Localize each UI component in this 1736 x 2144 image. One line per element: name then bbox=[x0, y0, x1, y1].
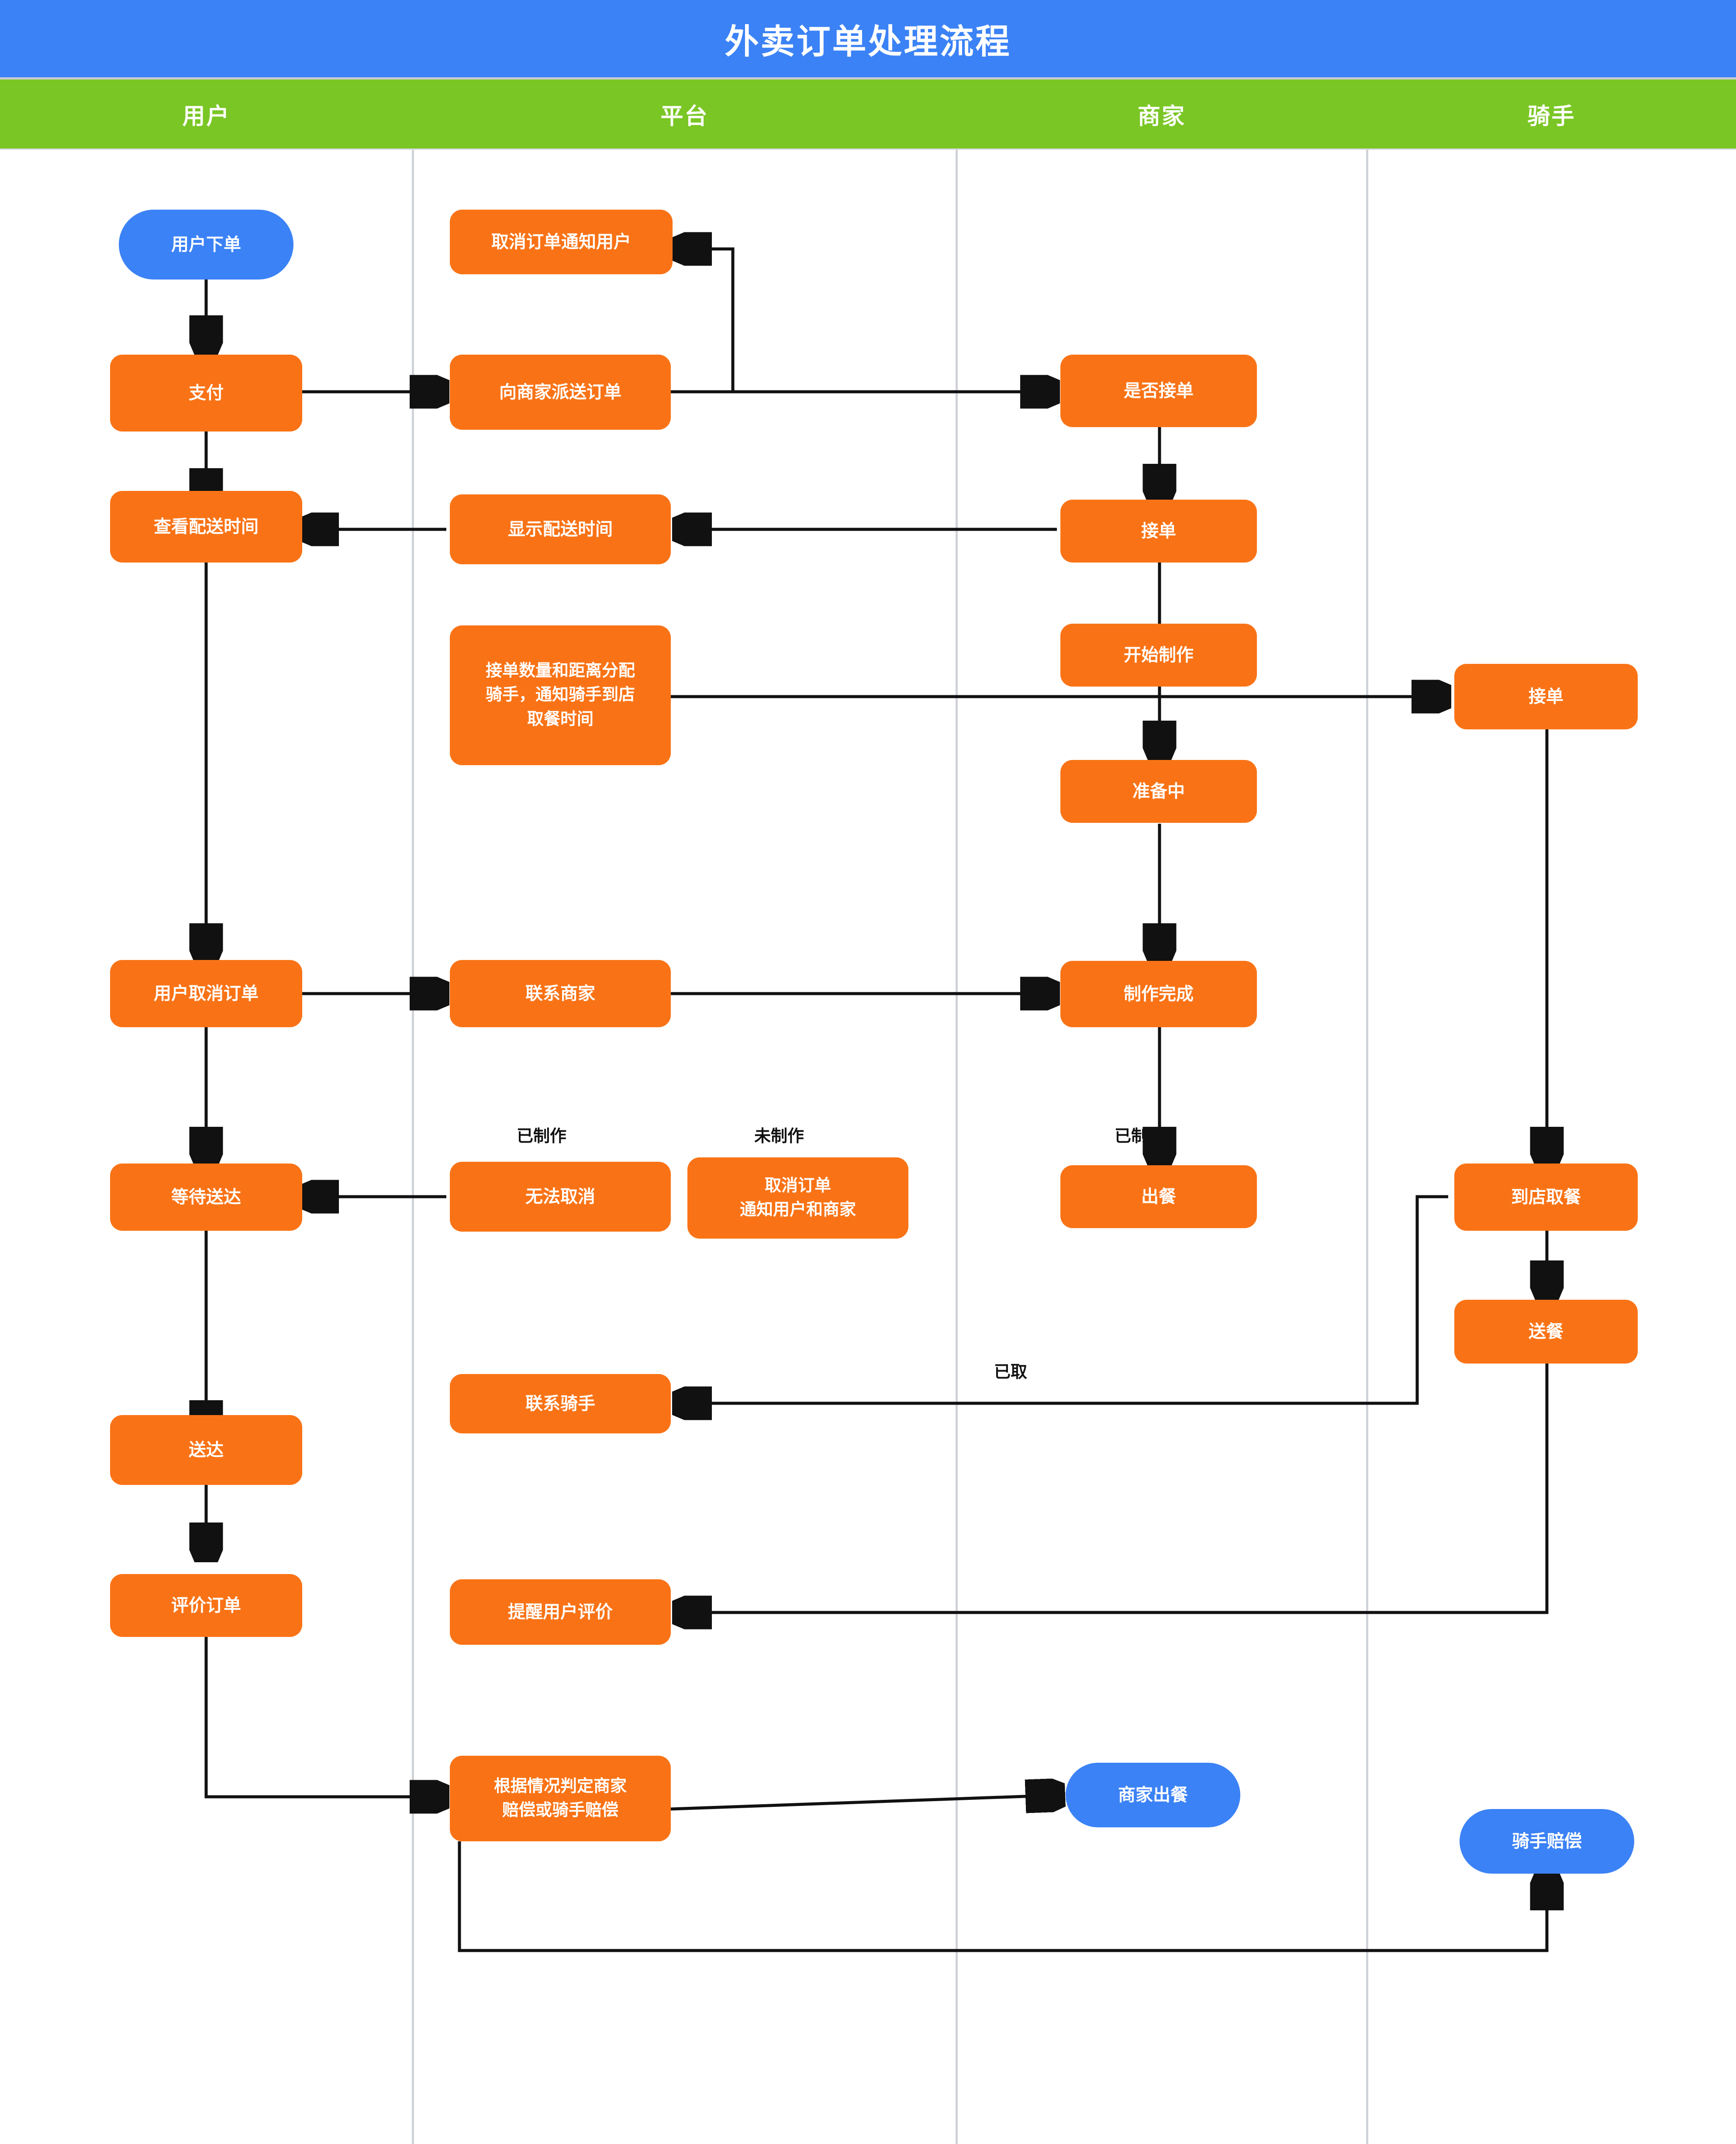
node-cannot-cancel[interactable]: 无法取消 bbox=[450, 1162, 671, 1232]
node-merchant-serve-terminator[interactable]: 商家出餐 bbox=[1066, 1763, 1240, 1827]
node-cancel-notify-user-and-merchant[interactable]: 取消订单 通知用户和商家 bbox=[687, 1157, 908, 1239]
node-decide-compensation[interactable]: 根据情况判定商家 赔偿或骑手赔偿 bbox=[450, 1756, 671, 1841]
node-remind-user-rate[interactable]: 提醒用户评价 bbox=[450, 1579, 671, 1645]
lane-header-rider: 骑手 bbox=[1527, 104, 1576, 129]
node-wait-delivery[interactable]: 等待送达 bbox=[110, 1163, 302, 1231]
node-start-cooking[interactable]: 开始制作 bbox=[1060, 624, 1257, 687]
node-delivered[interactable]: 送达 bbox=[110, 1415, 302, 1485]
node-rider-accept[interactable]: 接单 bbox=[1454, 664, 1638, 729]
node-serve-food[interactable]: 出餐 bbox=[1060, 1165, 1257, 1228]
edge-label-already-made-platform: 已制作 bbox=[517, 1127, 567, 1146]
node-show-delivery-time[interactable]: 显示配送时间 bbox=[450, 494, 671, 564]
node-rate-order[interactable]: 评价订单 bbox=[110, 1574, 302, 1637]
node-dispatch-order-to-merchant[interactable]: 向商家派送订单 bbox=[450, 355, 671, 430]
node-contact-merchant[interactable]: 联系商家 bbox=[450, 960, 671, 1027]
lane-header-row: 用户 平台 商家 骑手 bbox=[0, 79, 1736, 148]
lane-header-bottom-border bbox=[0, 148, 1736, 150]
lane-divider-1 bbox=[412, 150, 414, 2144]
header-separator bbox=[0, 77, 1736, 79]
lane-header-platform: 平台 bbox=[660, 104, 709, 129]
edge-label-already-made-merchant: 已制作 bbox=[1115, 1127, 1165, 1146]
node-cancel-notify-user[interactable]: 取消订单通知用户 bbox=[450, 210, 673, 274]
node-user-place-order[interactable]: 用户下单 bbox=[119, 210, 293, 280]
edge-n17-n24 bbox=[670, 1795, 1062, 1809]
diagram-title-bar: 外卖订单处理流程 bbox=[0, 0, 1736, 77]
node-user-cancel-order[interactable]: 用户取消订单 bbox=[110, 960, 302, 1027]
node-rider-compensation-terminator[interactable]: 骑手赔偿 bbox=[1460, 1809, 1634, 1874]
edge-n7-n17 bbox=[204, 1637, 446, 1797]
edge-n18-n8 bbox=[675, 249, 735, 392]
node-merchant-accept[interactable]: 接单 bbox=[1060, 500, 1257, 563]
lane-divider-3 bbox=[1366, 150, 1368, 2144]
edge-label-picked-up: 已取 bbox=[994, 1363, 1028, 1381]
node-accept-order-decision[interactable]: 是否接单 bbox=[1060, 355, 1257, 427]
node-cooking-done[interactable]: 制作完成 bbox=[1060, 961, 1257, 1027]
page-title: 外卖订单处理流程 bbox=[725, 22, 1011, 61]
node-pay[interactable]: 支付 bbox=[110, 355, 302, 432]
lane-header-merchant: 商家 bbox=[1137, 104, 1186, 129]
node-preparing[interactable]: 准备中 bbox=[1060, 760, 1257, 823]
edge-label-not-made: 未制作 bbox=[754, 1127, 804, 1146]
node-contact-rider[interactable]: 联系骑手 bbox=[450, 1374, 671, 1433]
node-deliver-food[interactable]: 送餐 bbox=[1454, 1300, 1638, 1364]
node-view-delivery-time[interactable]: 查看配送时间 bbox=[110, 491, 302, 563]
lane-divider-2 bbox=[956, 150, 958, 2144]
node-assign-rider[interactable]: 接单数量和距离分配 骑手，通知骑手到店 取餐时间 bbox=[450, 625, 671, 765]
edge-n17-n28 bbox=[458, 1841, 1547, 1952]
lane-header-user: 用户 bbox=[182, 104, 231, 129]
edge-n27-n16 bbox=[675, 1364, 1549, 1612]
node-pickup-at-store[interactable]: 到店取餐 bbox=[1454, 1163, 1638, 1231]
